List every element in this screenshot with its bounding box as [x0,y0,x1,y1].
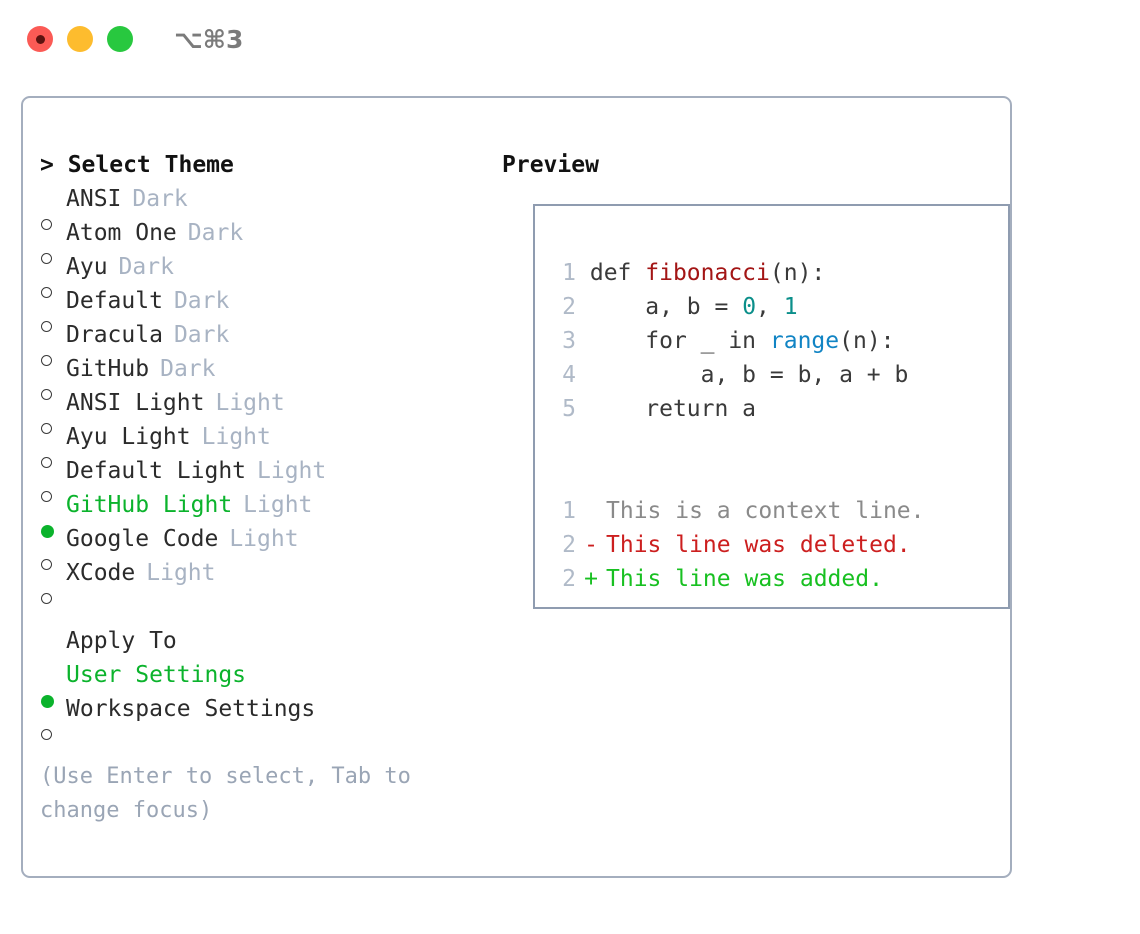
theme-item-ansi[interactable]: ANSI Dark [40,182,480,230]
theme-variant-badge: Dark [173,322,230,348]
theme-item-ayu-light[interactable]: Ayu Light Light [40,420,480,468]
code-line-number: 3 [562,328,576,354]
code-line: 2 a, b = 0, 1 [554,290,908,324]
minimize-button-icon[interactable] [67,26,93,52]
theme-item-google-code[interactable]: Google Code Light [40,522,480,570]
apply-to-heading-label: Apply To [66,628,177,654]
theme-item-label: ANSI Light [66,390,205,416]
theme-item-label: Google Code [66,526,219,552]
diff-line-number: 2 [562,566,576,592]
code-token: return a [589,396,757,422]
theme-item-github-light[interactable]: GitHub Light Light [40,488,480,538]
apply-item-label: User Settings [66,662,247,688]
theme-item-github[interactable]: GitHub Dark [40,352,480,400]
code-token: (n): [769,260,826,286]
code-line: 5 return a [554,392,908,426]
code-line: 1 def fibonacci(n): [554,256,908,290]
close-button-icon[interactable] [27,26,53,52]
theme-item-label: Ayu Light [66,424,191,450]
code-token: (n): [839,328,895,354]
code-token: 1 [783,294,798,320]
diff-line-ctx: 1 This is a context line. [554,494,925,528]
code-token: a, b = b, a + b [589,362,909,388]
theme-item-label: Ayu [66,254,108,280]
code-token: a, b = [589,294,743,320]
diff-marker [576,494,606,528]
preview-column: Preview 1 def fibonacci(n):2 a, b = 0, 1… [502,148,1010,609]
code-token: for _ in [589,328,770,354]
diff-line-add: 2 + This line was added. [554,562,925,596]
theme-variant-badge: Light [243,492,313,518]
code-token: 0 [742,294,757,320]
theme-item-label: GitHub Light [66,492,233,518]
theme-variant-badge: Light [257,458,327,484]
theme-variant-badge: Dark [173,288,230,314]
theme-variant-badge: Light [229,526,299,552]
theme-variant-badge: Dark [160,356,216,382]
theme-item-xcode[interactable]: XCode Light [40,556,480,604]
theme-item-label: ANSI [66,186,122,212]
code-line: 4 a, b = b, a + b [554,358,908,392]
window-shortcut-label: ⌥⌘3 [174,24,244,54]
code-line: 3 for _ in range(n): [554,324,908,358]
theme-item-label: GitHub [66,356,150,382]
diff-line-text: This line was added. [606,566,883,592]
diff-line-del: 2-This line was deleted. [554,528,925,562]
theme-item-label: Dracula [66,322,163,348]
theme-item-ayu[interactable]: Ayu Dark [40,250,480,298]
apply-item-workspace-settings[interactable]: Workspace Settings [40,692,480,740]
select-theme-heading: > Select Theme [40,152,234,178]
theme-item-atom-one[interactable]: Atom One Dark [40,216,480,264]
window-titlebar: ⌥⌘3 [0,0,1140,78]
hint-spacer [40,726,480,760]
diff-marker: + [584,566,598,592]
preview-heading: Preview [502,152,599,178]
maximize-button-icon[interactable] [107,26,133,52]
theme-item-label: XCode [66,560,136,586]
theme-item-label: Default [66,288,163,314]
code-token: range [769,328,840,354]
code-line-number: 4 [562,362,576,388]
theme-item-default-light[interactable]: Default Light Light [40,454,480,502]
theme-variant-badge: Dark [118,254,174,280]
theme-variant-badge: Dark [187,220,244,246]
code-token: fibonacci [645,260,770,286]
theme-item-default[interactable]: Default Dark [40,284,480,332]
diff-preview-block: 1 This is a context line.2-This line was… [554,494,925,596]
theme-item-label: Default Light [66,458,247,484]
theme-variant-badge: Light [146,560,216,586]
diff-line-number: 1 [562,498,576,524]
diff-line-text: This line was deleted. [606,532,911,558]
theme-variant-badge: Dark [132,186,188,212]
code-token: def [589,260,646,286]
code-line-number: 1 [562,260,576,286]
theme-item-label: Atom One [66,220,177,246]
apply-to-heading-row: Apply To [40,624,480,658]
apply-item-user-settings[interactable]: User Settings [40,658,480,708]
diff-marker: - [584,532,598,558]
code-line-number: 2 [562,294,576,320]
diff-line-text: This is a context line. [606,498,925,524]
code-line-number: 5 [562,396,576,422]
code-token: , [756,294,784,320]
keyboard-hint-text: (Use Enter to select, Tab to change focu… [40,764,411,823]
theme-variant-badge: Light [215,390,285,416]
theme-variant-badge: Light [201,424,271,450]
traffic-light-group [27,26,133,52]
apply-item-label: Workspace Settings [66,696,316,722]
theme-item-ansi-light[interactable]: ANSI Light Light [40,386,480,434]
theme-item-dracula[interactable]: Dracula Dark [40,318,480,366]
list-spacer [40,590,480,624]
diff-line-number: 2 [562,532,576,558]
